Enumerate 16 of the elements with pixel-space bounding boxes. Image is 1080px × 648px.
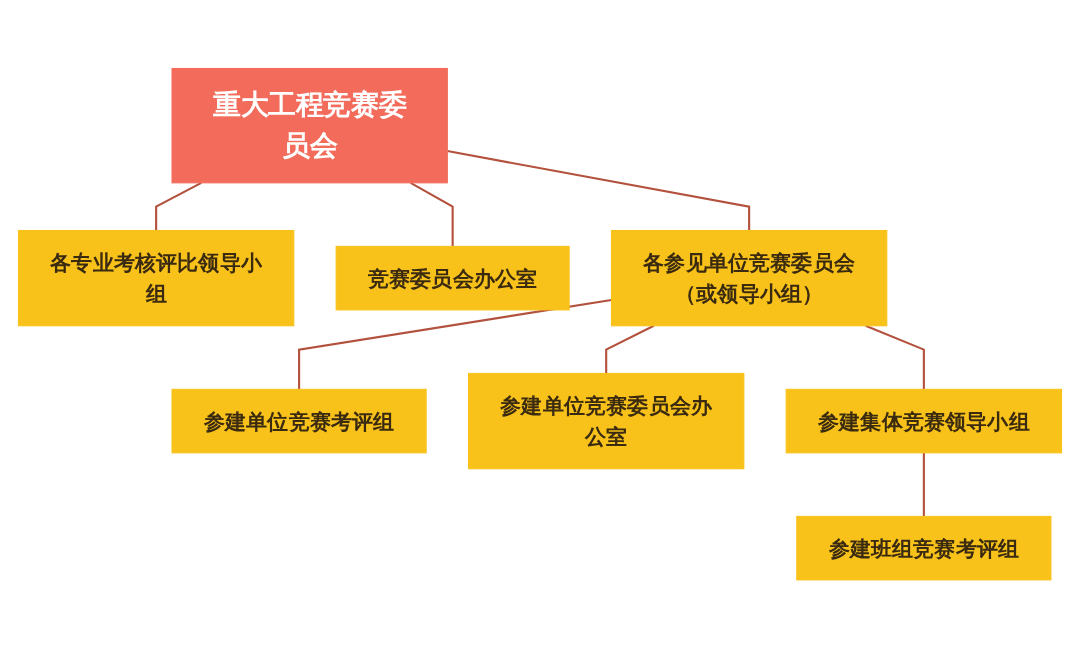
org-chart: 重大工程竞赛委员会 各专业考核评比领导小组 竞赛委员会办公室 各参见单位竞赛委员会（或领导小组） 参建单位竞赛考评组 参建单位竞赛委员会办公室 参建集体竞赛领导小组 参建班组竞赛考评组: [10, 59, 1070, 589]
connector: [447, 149, 751, 231]
node-box: [610, 229, 888, 327]
connector: [298, 298, 612, 390]
node-box: [796, 515, 1052, 581]
node-box: [17, 229, 295, 327]
connector: [865, 324, 925, 390]
connector: [155, 181, 202, 231]
node-box: [335, 245, 570, 311]
node-box: [171, 388, 427, 454]
connector: [922, 452, 925, 517]
connector: [605, 324, 655, 374]
node-box: [468, 372, 745, 470]
node-box: [785, 388, 1063, 454]
connector: [410, 181, 454, 247]
node-box: [171, 67, 448, 184]
